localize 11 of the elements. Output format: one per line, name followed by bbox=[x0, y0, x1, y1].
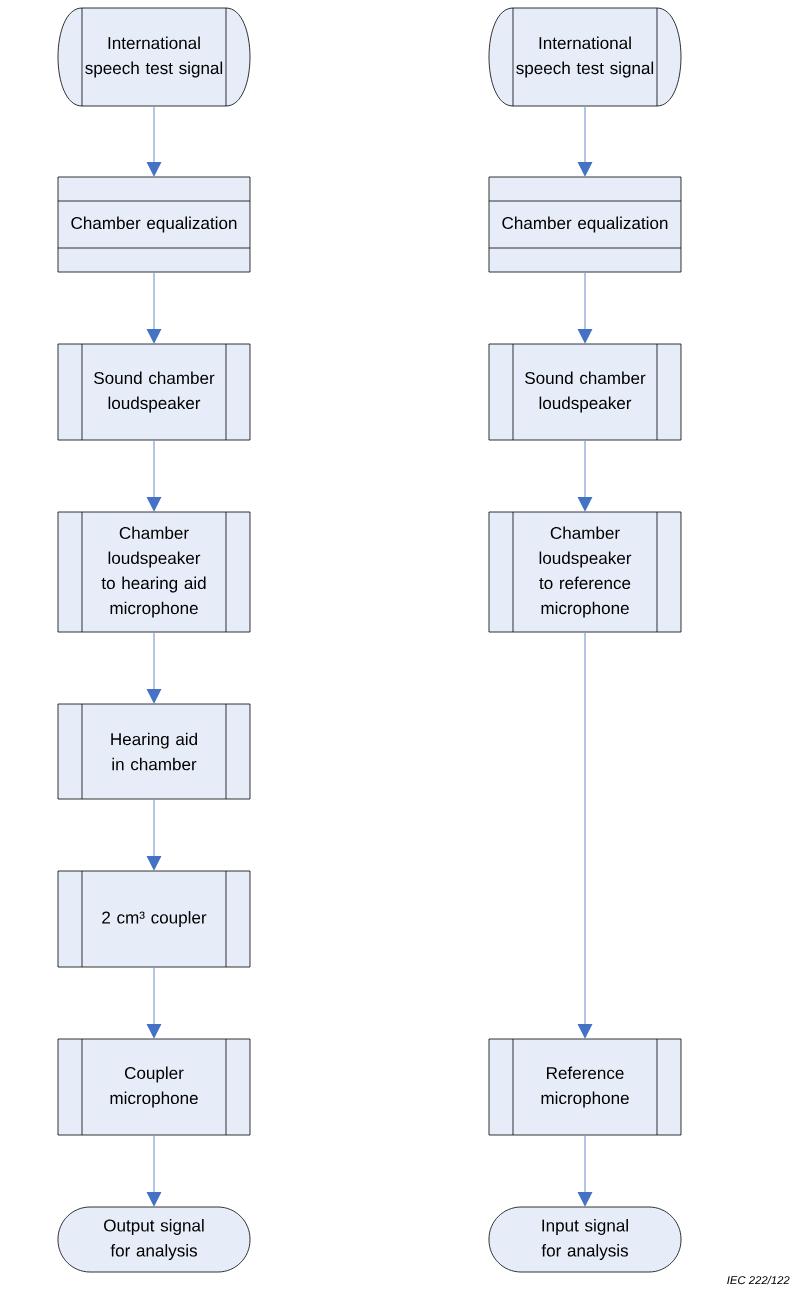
predefined-process-box: Hearing aid in chamber bbox=[57, 703, 251, 800]
predefined-process-box: Coupler microphone bbox=[57, 1038, 251, 1136]
predefined-process-box: Sound chamber loudspeaker bbox=[57, 343, 251, 441]
predefined-process-box: Chamber loudspeaker to hearing aid microphone bbox=[57, 511, 251, 633]
predefined-process-box: Reference microphone bbox=[488, 1038, 682, 1136]
process-box: Chamber equalization bbox=[488, 176, 682, 273]
predefined-process-box: Sound chamber loudspeaker bbox=[488, 343, 682, 441]
predefined-process-box: 2 cm³ coupler bbox=[57, 870, 251, 968]
predefined-process-box: Chamber loudspeaker to reference microphone bbox=[488, 511, 682, 633]
process-box: Chamber equalization bbox=[57, 176, 251, 273]
figure-number: IEC 222/122 bbox=[727, 1275, 790, 1285]
